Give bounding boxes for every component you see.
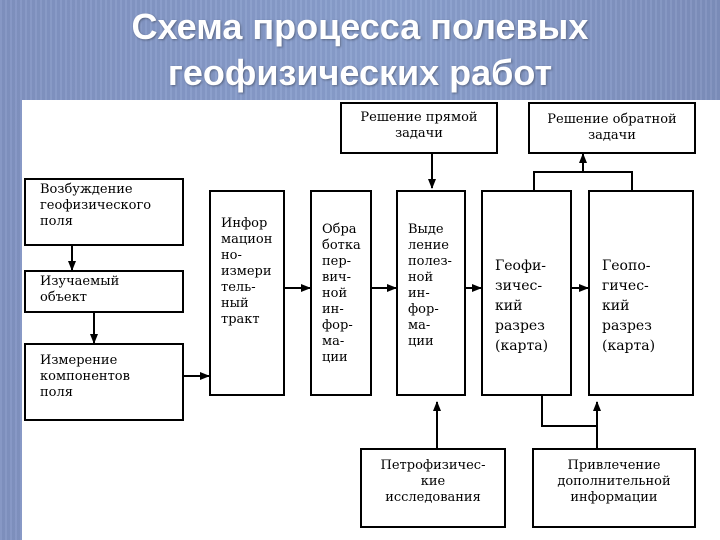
box-direct-problem: Решение прямой задачи bbox=[340, 102, 498, 154]
box-info-tract: Инфор мацион но- измери тель- ный тракт bbox=[209, 190, 285, 396]
box-additional-info: Привлечение дополнительной информации bbox=[532, 448, 696, 528]
title-line-1: Схема процесса полевых bbox=[131, 6, 589, 47]
box-geological-section: Геопо- гичес- кий разрез (карта) bbox=[588, 190, 694, 396]
box-inverse-problem: Решение обратной задачи bbox=[528, 102, 696, 154]
processing-label: Обра ботка пер- вич- ной ин- фор- ма- ци… bbox=[322, 222, 361, 365]
geological-section-label: Геопо- гичес- кий разрез (карта) bbox=[602, 258, 656, 354]
connector-additional-loop bbox=[541, 396, 597, 427]
box-studied-object: Изучаемый объект bbox=[24, 270, 184, 313]
connector-layer bbox=[68, 153, 633, 448]
geophysical-section-label: Геофи- зичес- кий разрез (карта) bbox=[495, 258, 549, 354]
diagram-panel: Возбуждение геофизического поля Изучаемы… bbox=[22, 100, 720, 540]
connector-inverse-loop bbox=[533, 171, 633, 190]
box-extraction: Выде ление полез- ной ин- фор- ма- ции bbox=[396, 190, 466, 396]
title-line-2: геофизических работ bbox=[167, 52, 553, 93]
box-measurement: Измерение компонентов поля bbox=[24, 343, 184, 421]
box-processing: Обра ботка пер- вич- ной ин- фор- ма- ци… bbox=[310, 190, 372, 396]
info-tract-label: Инфор мацион но- измери тель- ный тракт bbox=[221, 216, 273, 327]
extraction-label: Выде ление полез- ной ин- фор- ма- ции bbox=[408, 222, 452, 349]
box-petrophysics: Петрофизичес- кие исследования bbox=[360, 448, 506, 528]
box-excitation: Возбуждение геофизического поля bbox=[24, 178, 184, 246]
box-geophysical-section: Геофи- зичес- кий разрез (карта) bbox=[481, 190, 572, 396]
slide-title: Схема процесса полевых геофизических раб… bbox=[0, 4, 720, 96]
